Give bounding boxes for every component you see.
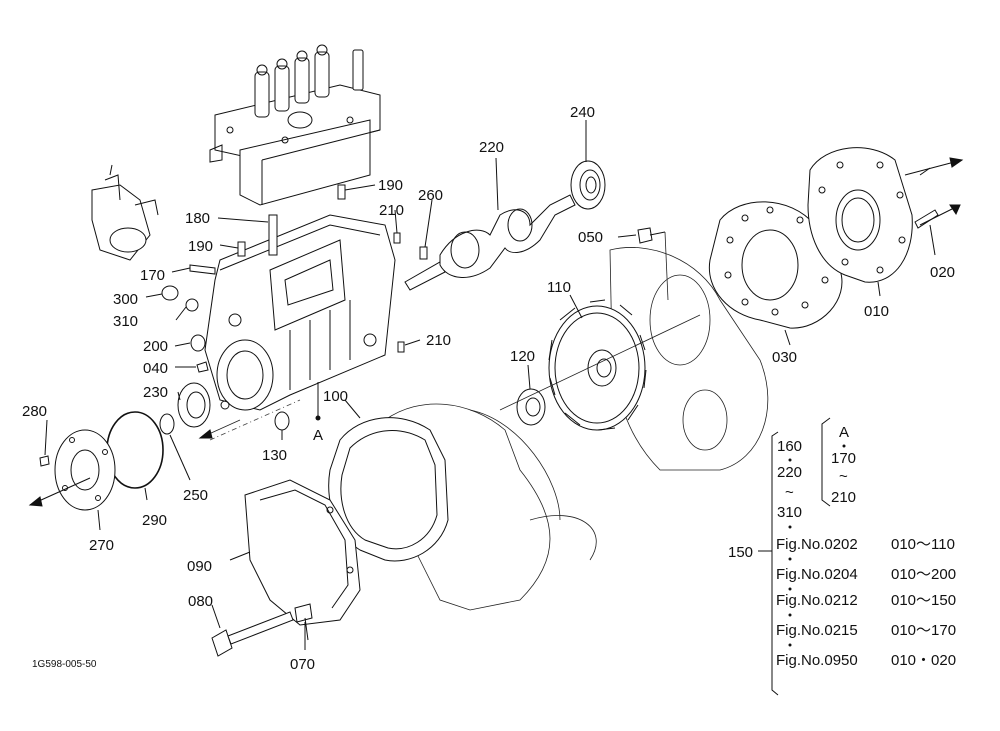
legend-sub-part-170: 170 [831,450,856,467]
callout-260: 260 [418,187,443,204]
injection-pump [209,44,381,206]
callout-a: A [313,427,323,444]
leader-lines [44,120,936,650]
callout-100: 100 [323,388,348,405]
legend-dot [788,587,792,591]
legend-range-0202: 010～110 [891,536,955,553]
drawing-code: 1G598-005-50 [32,659,97,670]
camshaft [404,194,576,291]
legend-group-part-310: 310 [777,504,802,521]
feed-pump [91,164,159,261]
legend-group-part-160: 160 [777,438,802,455]
small-parts [39,184,428,467]
callout-labels: 240 220 190 210 260 180 190 170 300 310 … [22,104,955,673]
legend-group-number: 150 [728,544,753,561]
plug-300 [161,285,179,301]
callout-050: 050 [578,229,603,246]
callout-210-lower: 210 [426,332,451,349]
assembly-legend: 160 220 ~ 310 A 170 ~ 210 150 Fig.No.020… [728,417,956,696]
legend-fig-0215: Fig.No.0215 [776,622,858,639]
pin-210-upper [393,232,401,244]
callout-130: 130 [262,447,287,464]
legend-fig-0212: Fig.No.0212 [776,592,858,609]
legend-range-0215: 010～170 [891,622,956,639]
callout-290: 290 [142,512,167,529]
seal-250 [159,413,175,435]
callout-080: 080 [188,593,213,610]
legend-dot [788,557,792,561]
gasket-030 [708,201,843,329]
legend-range-0212: 010～150 [891,592,956,609]
callout-220: 220 [479,139,504,156]
callout-270: 270 [89,537,114,554]
drive-gear [548,299,647,431]
pin-190-upper [337,184,346,200]
axis-lines [28,157,964,507]
nut-130 [274,411,290,431]
legend-range-0204: 010～200 [891,566,956,583]
pin-210-lower [397,341,405,353]
legend-range-0950: 010・020 [891,652,956,669]
callout-280: 280 [22,403,47,420]
legend-dot [788,525,792,529]
callout-070: 070 [290,656,315,673]
bolt-050 [637,227,666,244]
bolt-070 [294,603,313,641]
washer-310 [185,298,199,312]
legend-group-part-220: 220 [777,464,802,481]
cover-plate [807,147,913,283]
legend-dot [842,444,846,448]
legend-dot [788,643,792,647]
callout-300: 300 [113,291,138,308]
timing-cover [244,479,361,626]
end-plate [54,429,116,511]
bearing [570,160,606,210]
pin-040 [196,361,209,373]
bearing-230 [177,382,211,428]
stud-020 [914,209,939,229]
gasket-100 [328,417,449,562]
bolt-080 [211,611,294,657]
legend-dot [788,458,792,462]
callout-170: 170 [140,267,165,284]
legend-sub-part-a: A [839,424,849,441]
callout-030: 030 [772,349,797,366]
callout-040: 040 [143,360,168,377]
legend-fig-0950: Fig.No.0950 [776,652,858,669]
legend-sub-part-210: 210 [831,489,856,506]
legend-fig-0204: Fig.No.0204 [776,566,858,583]
callout-020: 020 [930,264,955,281]
gear-case-outline [384,247,769,611]
callout-230: 230 [143,384,168,401]
callout-190-upper: 190 [378,177,403,194]
cap-200 [190,334,206,352]
callout-210-upper: 210 [379,202,404,219]
o-ring [106,411,164,489]
stud-170 [189,264,216,275]
callout-240: 240 [570,104,595,121]
callout-120: 120 [510,348,535,365]
legend-fig-0202: Fig.No.0202 [776,536,858,553]
callout-110: 110 [547,279,571,296]
stud-180 [268,214,278,256]
legend-sub-tilde: ~ [839,468,848,485]
key-260 [419,246,428,260]
callout-010: 010 [864,303,889,320]
collar [516,388,546,426]
pin-190-lower [237,241,246,257]
legend-tilde: ~ [785,484,794,501]
callout-180: 180 [185,210,210,227]
callout-250: 250 [183,487,208,504]
pump-housing [204,214,396,411]
callout-090: 090 [187,558,212,575]
legend-dot [788,613,792,617]
callout-200: 200 [143,338,168,355]
callout-310: 310 [113,313,138,330]
callout-190-lower: 190 [188,238,213,255]
screw-280 [39,455,50,467]
